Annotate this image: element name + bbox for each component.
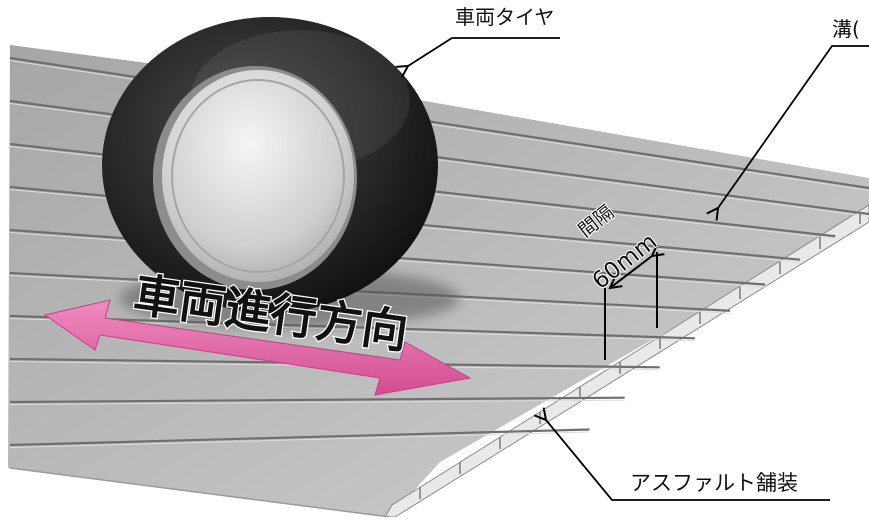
- groove-label: 溝(: [832, 17, 860, 41]
- double-headed-arrow-icon: [43, 299, 472, 396]
- groove-line: [9, 314, 695, 340]
- vehicle-tire: [102, 17, 438, 313]
- wheel-rim-inner-ring: [171, 79, 345, 273]
- tire-callout: [408, 37, 560, 66]
- tire-callout-leader: [408, 37, 560, 66]
- pavement-callout-leader: [546, 420, 830, 501]
- groove-spacing-dimension: [604, 252, 657, 360]
- groove-line: [9, 428, 590, 447]
- pavement-callout: [546, 420, 830, 501]
- dimension-arrow: [610, 256, 652, 288]
- groove-callout: [718, 45, 869, 208]
- tire-label: 車両タイヤ: [455, 5, 554, 29]
- wheel-rim: [162, 70, 354, 282]
- pavement-front-edge: [9, 467, 391, 518]
- groove-callout-leader: [718, 45, 869, 208]
- direction-arrow: [43, 299, 472, 396]
- groove-highlight: [9, 399, 625, 405]
- groove-line: [9, 396, 625, 404]
- pavement-label: アスファルト舗装: [630, 471, 798, 495]
- groove-highlight: [9, 431, 590, 448]
